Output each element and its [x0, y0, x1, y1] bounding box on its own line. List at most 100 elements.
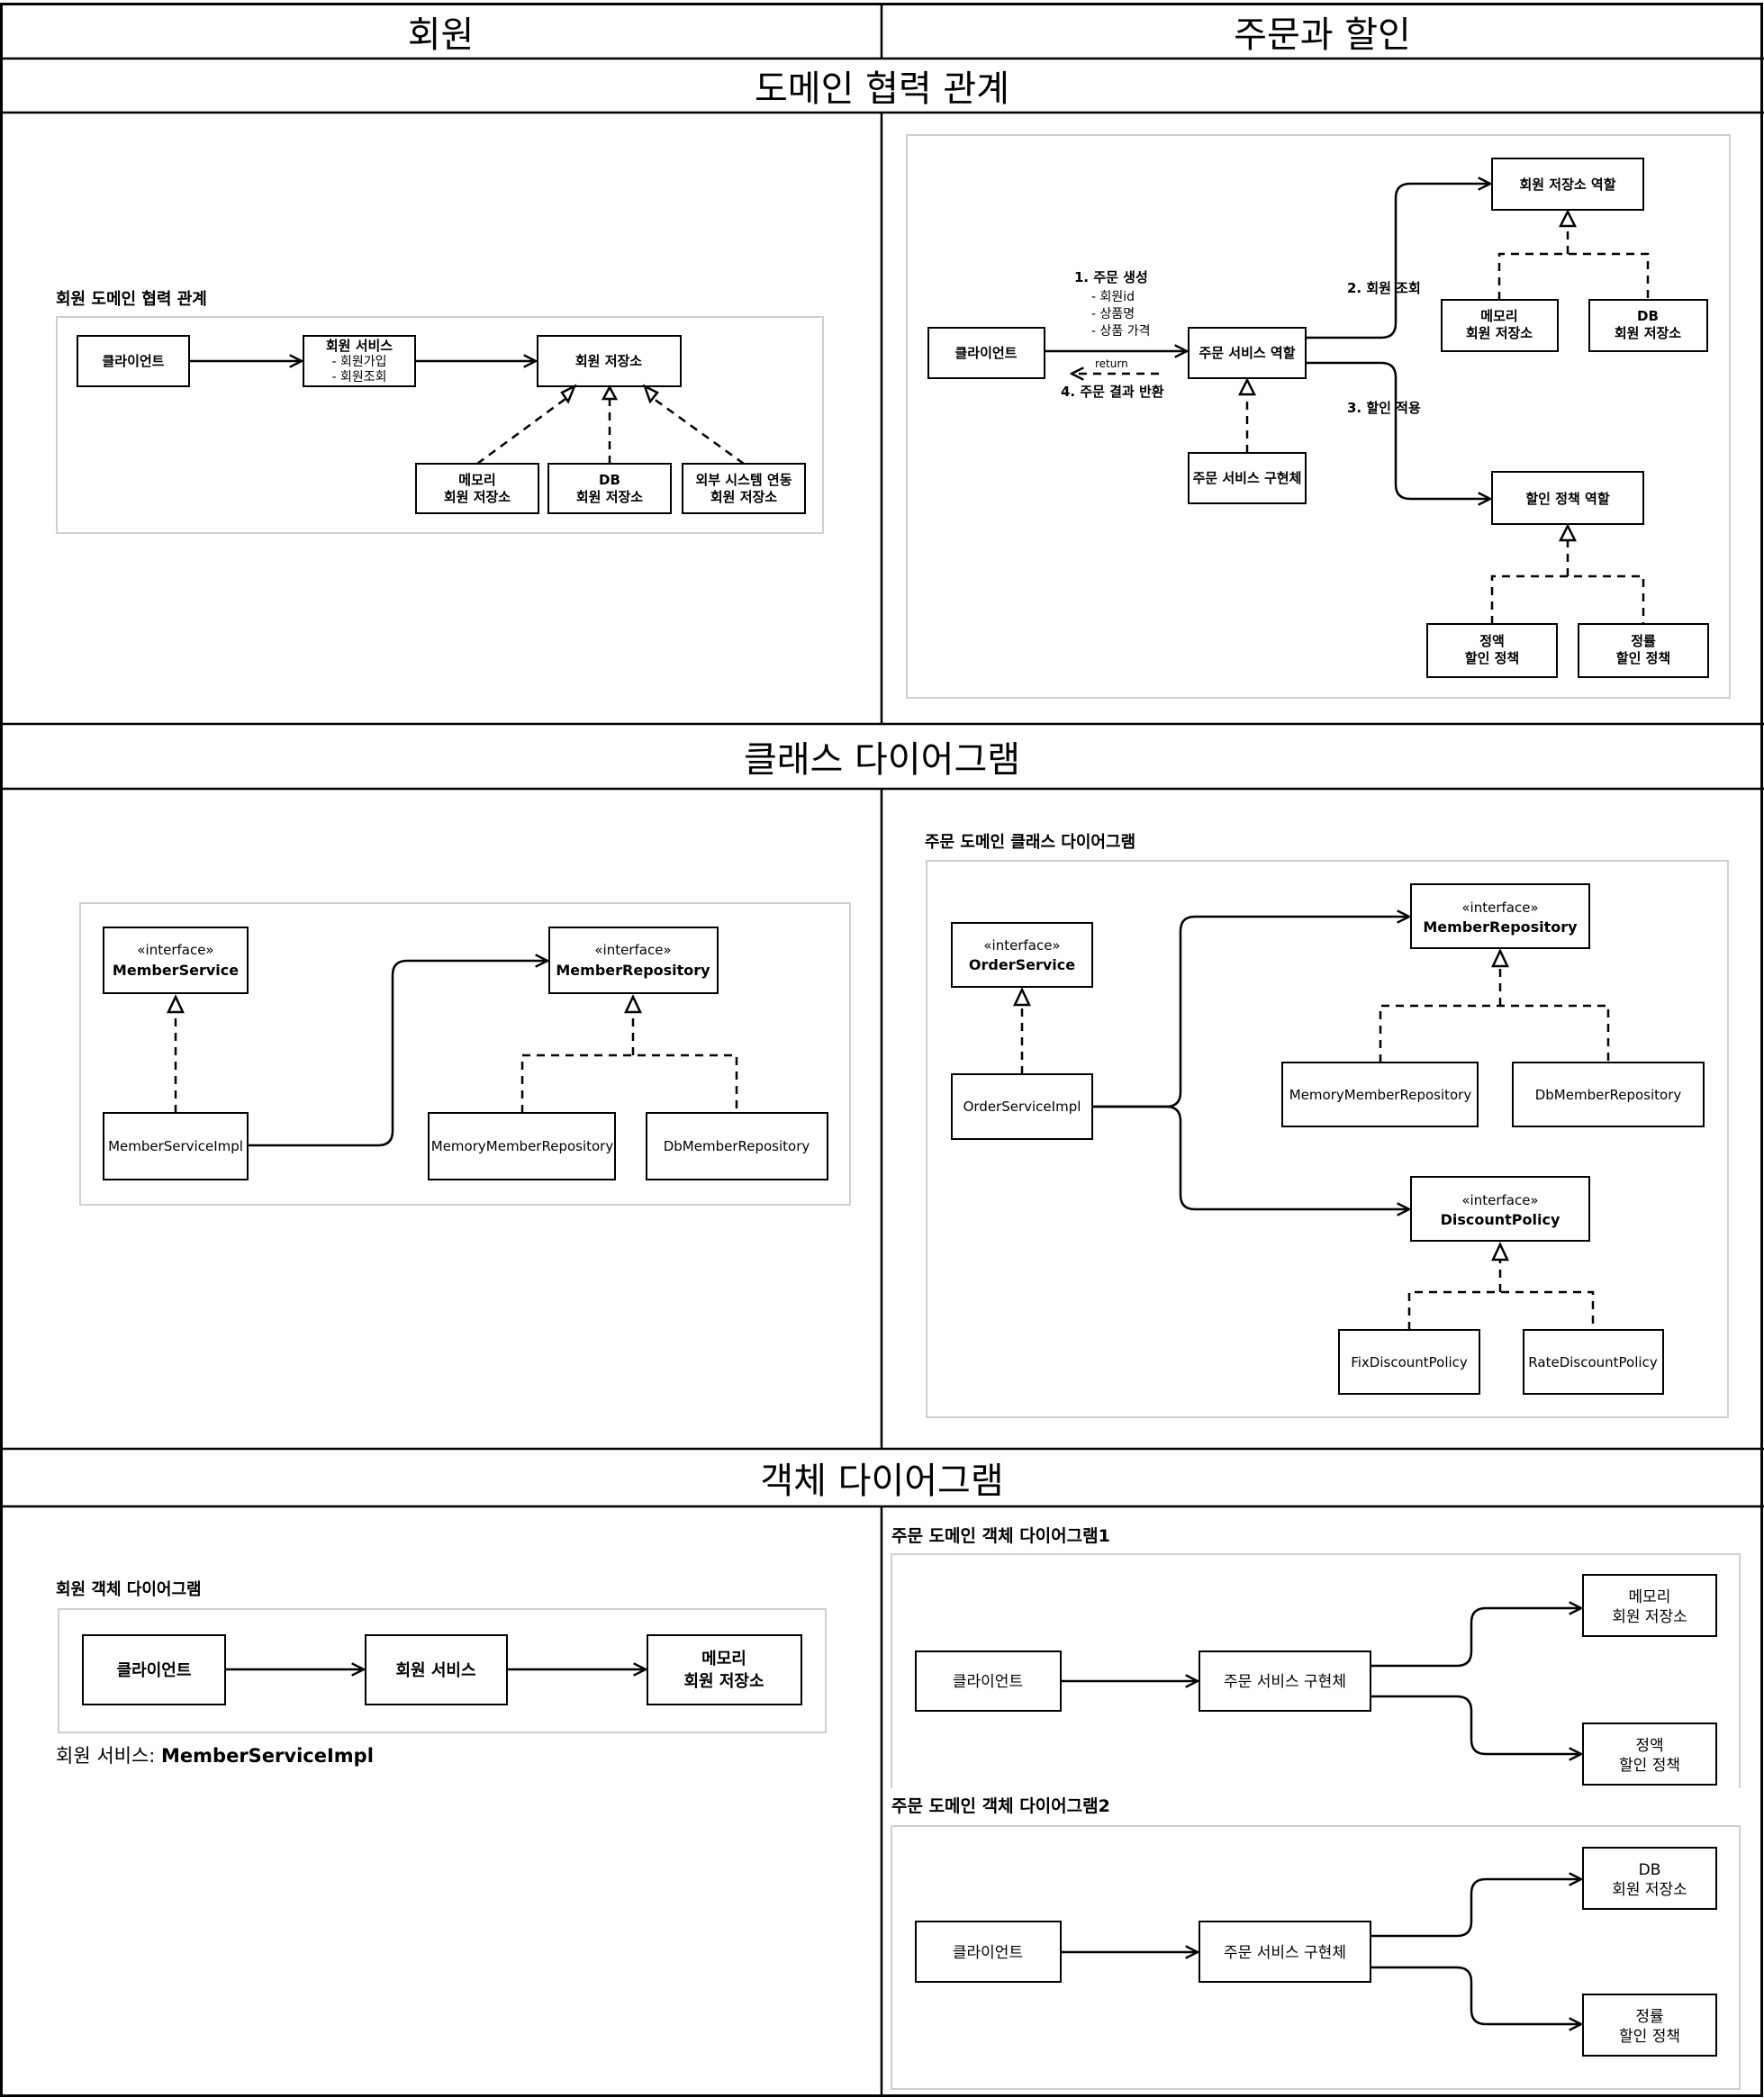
return-label: return [1095, 357, 1128, 370]
discount-policy-interface-label: DiscountPolicy [1441, 1211, 1560, 1228]
object-caption-prefix: 회원 서비스: [56, 1745, 161, 1767]
rate-discount-policy-label: RateDiscountPolicy [1528, 1354, 1658, 1370]
order-memory-repo-label-2: 회원 저장소 [1466, 325, 1533, 341]
memory-member-repo-label: MemoryMemberRepository [431, 1138, 614, 1154]
realize-head-member-repo [1558, 209, 1578, 228]
external-repo-label-1: 외부 시스템 연동 [695, 472, 792, 488]
member-service-item-find: - 회원조회 [331, 370, 386, 384]
order-db-repo-label-2: 회원 저장소 [1615, 325, 1681, 341]
external-repo-box [682, 463, 806, 514]
db-repo-label-2: 회원 저장소 [576, 489, 643, 505]
step3-label: 3. 할인 적용 [1347, 400, 1421, 416]
object-memory-repo-box [647, 1634, 802, 1705]
object-member-service-label: 회원 서비스 [395, 1661, 475, 1680]
section-header-collaboration: 도메인 협력 관계 [754, 68, 1010, 110]
assoc-order-discount [1092, 1105, 1409, 1209]
order-object2-rate-label-2: 할인 정책 [1619, 2028, 1680, 2046]
order-object-diagram-1: 주문 도메인 객체 다이어그램1 클라이언트 주문 서비스 구현체 메모리 회원… [891, 1526, 1741, 1788]
discount-policy-stereotype: «interface» [1461, 1192, 1538, 1208]
fixed-policy-box [1426, 623, 1558, 678]
realize-head-order-service [1013, 987, 1031, 1007]
assoc-order-member-repo [1092, 917, 1409, 1108]
rate-policy-label-2: 할인 정책 [1616, 650, 1670, 666]
realize-head-memory [560, 384, 577, 404]
order-object2-rate-box [1582, 1994, 1717, 2057]
order-object1-memory-box [1582, 1574, 1717, 1637]
memory-repo-label-2: 회원 저장소 [444, 489, 511, 505]
fixed-policy-label-2: 할인 정책 [1465, 650, 1519, 666]
realize-memory [476, 394, 570, 466]
db-member-repo-box [646, 1112, 828, 1180]
object-client-label: 클라이언트 [117, 1661, 192, 1680]
step1-item-price: - 상품 가격 [1091, 324, 1150, 339]
member-service-impl-label: MemberServiceImpl [108, 1138, 243, 1154]
order-object1-client-label: 클라이언트 [953, 1673, 1023, 1691]
discount-role-box [1491, 471, 1644, 525]
fix-discount-policy-label: FixDiscountPolicy [1351, 1354, 1468, 1370]
member-repo-role-box [1491, 158, 1644, 211]
step2-label: 2. 회원 조회 [1347, 280, 1421, 296]
member-repository-interface-label: MemberRepository [556, 962, 710, 979]
order-db-member-repo-box [1512, 1062, 1705, 1127]
column-header-member: 회원 [407, 14, 475, 56]
order-object2-arrow-rate [1370, 1966, 1581, 2024]
order-object2-db-box [1582, 1847, 1717, 1910]
order-collab-diagram: 클라이언트 주문 서비스 역할 주문 서비스 구현체 1. 주문 생성 - 회원… [906, 134, 1731, 699]
order-memory-member-repo-label: MemoryMemberRepository [1289, 1087, 1472, 1103]
member-repository-interface-box [548, 927, 719, 994]
order-collab-panel [906, 134, 1731, 699]
object-caption-value: MemberServiceImpl [161, 1745, 374, 1767]
member-client-box [77, 335, 190, 387]
realize-order-member-repos [1379, 966, 1610, 1063]
member-service-stereotype: «interface» [137, 942, 213, 958]
order-object2-impl-label: 주문 서비스 구현체 [1224, 1944, 1346, 1962]
order-client-box [927, 327, 1045, 379]
order-object1-memory-label-2: 회원 저장소 [1612, 1608, 1687, 1626]
order-object-diagram-2: 주문 도메인 객체 다이어그램2 클라이언트 주문 서비스 구현체 DB 회원 … [891, 1796, 1741, 2090]
order-memory-repo-box [1441, 299, 1559, 352]
realize-discounts [1490, 540, 1645, 624]
order-object2-rate-label-1: 정률 [1635, 2008, 1663, 2026]
db-repo-box [547, 463, 672, 514]
realize-member-repos [520, 1012, 738, 1113]
object-memory-repo-label-2: 회원 저장소 [683, 1672, 764, 1691]
rate-policy-label-1: 정률 [1631, 633, 1656, 649]
member-collab-diagram: 회원 도메인 협력 관계 클라이언트 회원 서비스 - 회원가입 - 회원조회 … [56, 289, 824, 534]
order-service-role-box [1188, 327, 1307, 379]
realize-head-external [642, 384, 659, 404]
member-object-title: 회원 객체 다이어그램 [56, 1580, 202, 1599]
member-collab-title: 회원 도메인 협력 관계 [56, 289, 207, 309]
db-member-repo-label: DbMemberRepository [664, 1138, 810, 1154]
order-object1-arrow-memory [1370, 1608, 1581, 1668]
order-db-repo-label-1: DB [1637, 308, 1659, 324]
order-member-repository-label: MemberRepository [1423, 918, 1578, 936]
order-service-impl-label: 주문 서비스 구현체 [1193, 470, 1302, 486]
member-service-item-join: - 회원가입 [331, 355, 386, 369]
order-object2-title: 주문 도메인 객체 다이어그램2 [891, 1796, 1110, 1816]
realize-head-discount [1558, 523, 1578, 542]
realize-head-member-service [167, 994, 185, 1014]
member-service-box [303, 335, 416, 387]
memory-member-repo-box [428, 1112, 616, 1180]
realize-head-order-impl [1237, 377, 1257, 396]
order-object1-impl-label: 주문 서비스 구현체 [1224, 1673, 1346, 1691]
member-repo-label: 회원 저장소 [575, 353, 642, 369]
member-class-diagram: «interface» MemberService «interface» Me… [79, 902, 851, 1206]
order-object2-client-label: 클라이언트 [953, 1944, 1023, 1962]
realize-external [649, 394, 745, 466]
realize-discount-policies [1407, 1260, 1595, 1330]
order-object2-arrow-db [1370, 1879, 1581, 1938]
order-object1-fixed-label-2: 할인 정책 [1619, 1757, 1680, 1775]
arrow-to-discount [1306, 361, 1490, 499]
order-object1-fixed-box [1582, 1723, 1717, 1786]
order-service-stereotype: «interface» [983, 937, 1060, 954]
column-header-order: 주문과 할인 [1234, 14, 1411, 56]
order-client-label: 클라이언트 [954, 345, 1017, 361]
step1-label: 1. 주문 생성 [1074, 269, 1148, 285]
member-repo-box [537, 335, 682, 387]
db-repo-label-1: DB [599, 472, 620, 488]
memory-repo-label-1: 메모리 [458, 472, 495, 488]
order-object1-client-box [915, 1650, 1062, 1712]
